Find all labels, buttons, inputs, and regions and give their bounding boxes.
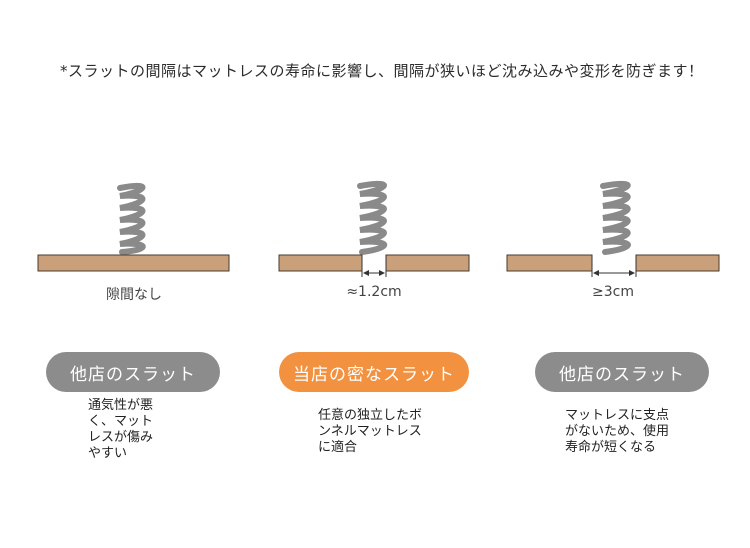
gap-caption-wide: ≥3cm (592, 284, 634, 300)
spring-icon (117, 182, 146, 255)
description-no-gap: 通気性が悪 く、マット レスが傷み やすい (88, 398, 154, 461)
our-dense-slat-pill: 当店の密なスラット (279, 352, 469, 392)
slat-board (37, 254, 230, 272)
description-wide-gap: マットレスに支点 がないため、使用 寿命が短くなる (565, 408, 670, 455)
gap-caption-none: 隙間なし (106, 287, 162, 303)
slat-board (635, 254, 720, 272)
description-narrow-gap: 任意の独立したボ ンネルマットレス に適合 (318, 408, 423, 455)
other-store-slat-pill: 他店のスラット (535, 352, 709, 392)
spring-icon (357, 180, 388, 255)
spring-icon (600, 180, 631, 255)
slat-board (385, 254, 470, 272)
slat-board (506, 254, 593, 272)
slat-board (278, 254, 363, 272)
gap-caption-narrow: ≈1.2cm (346, 284, 402, 300)
other-store-slat-pill: 他店のスラット (46, 352, 220, 392)
headline: *スラットの間隔はマットレスの寿命に影響し、間隔が狭いほど沈み込みや変形を防ぎま… (60, 62, 704, 80)
